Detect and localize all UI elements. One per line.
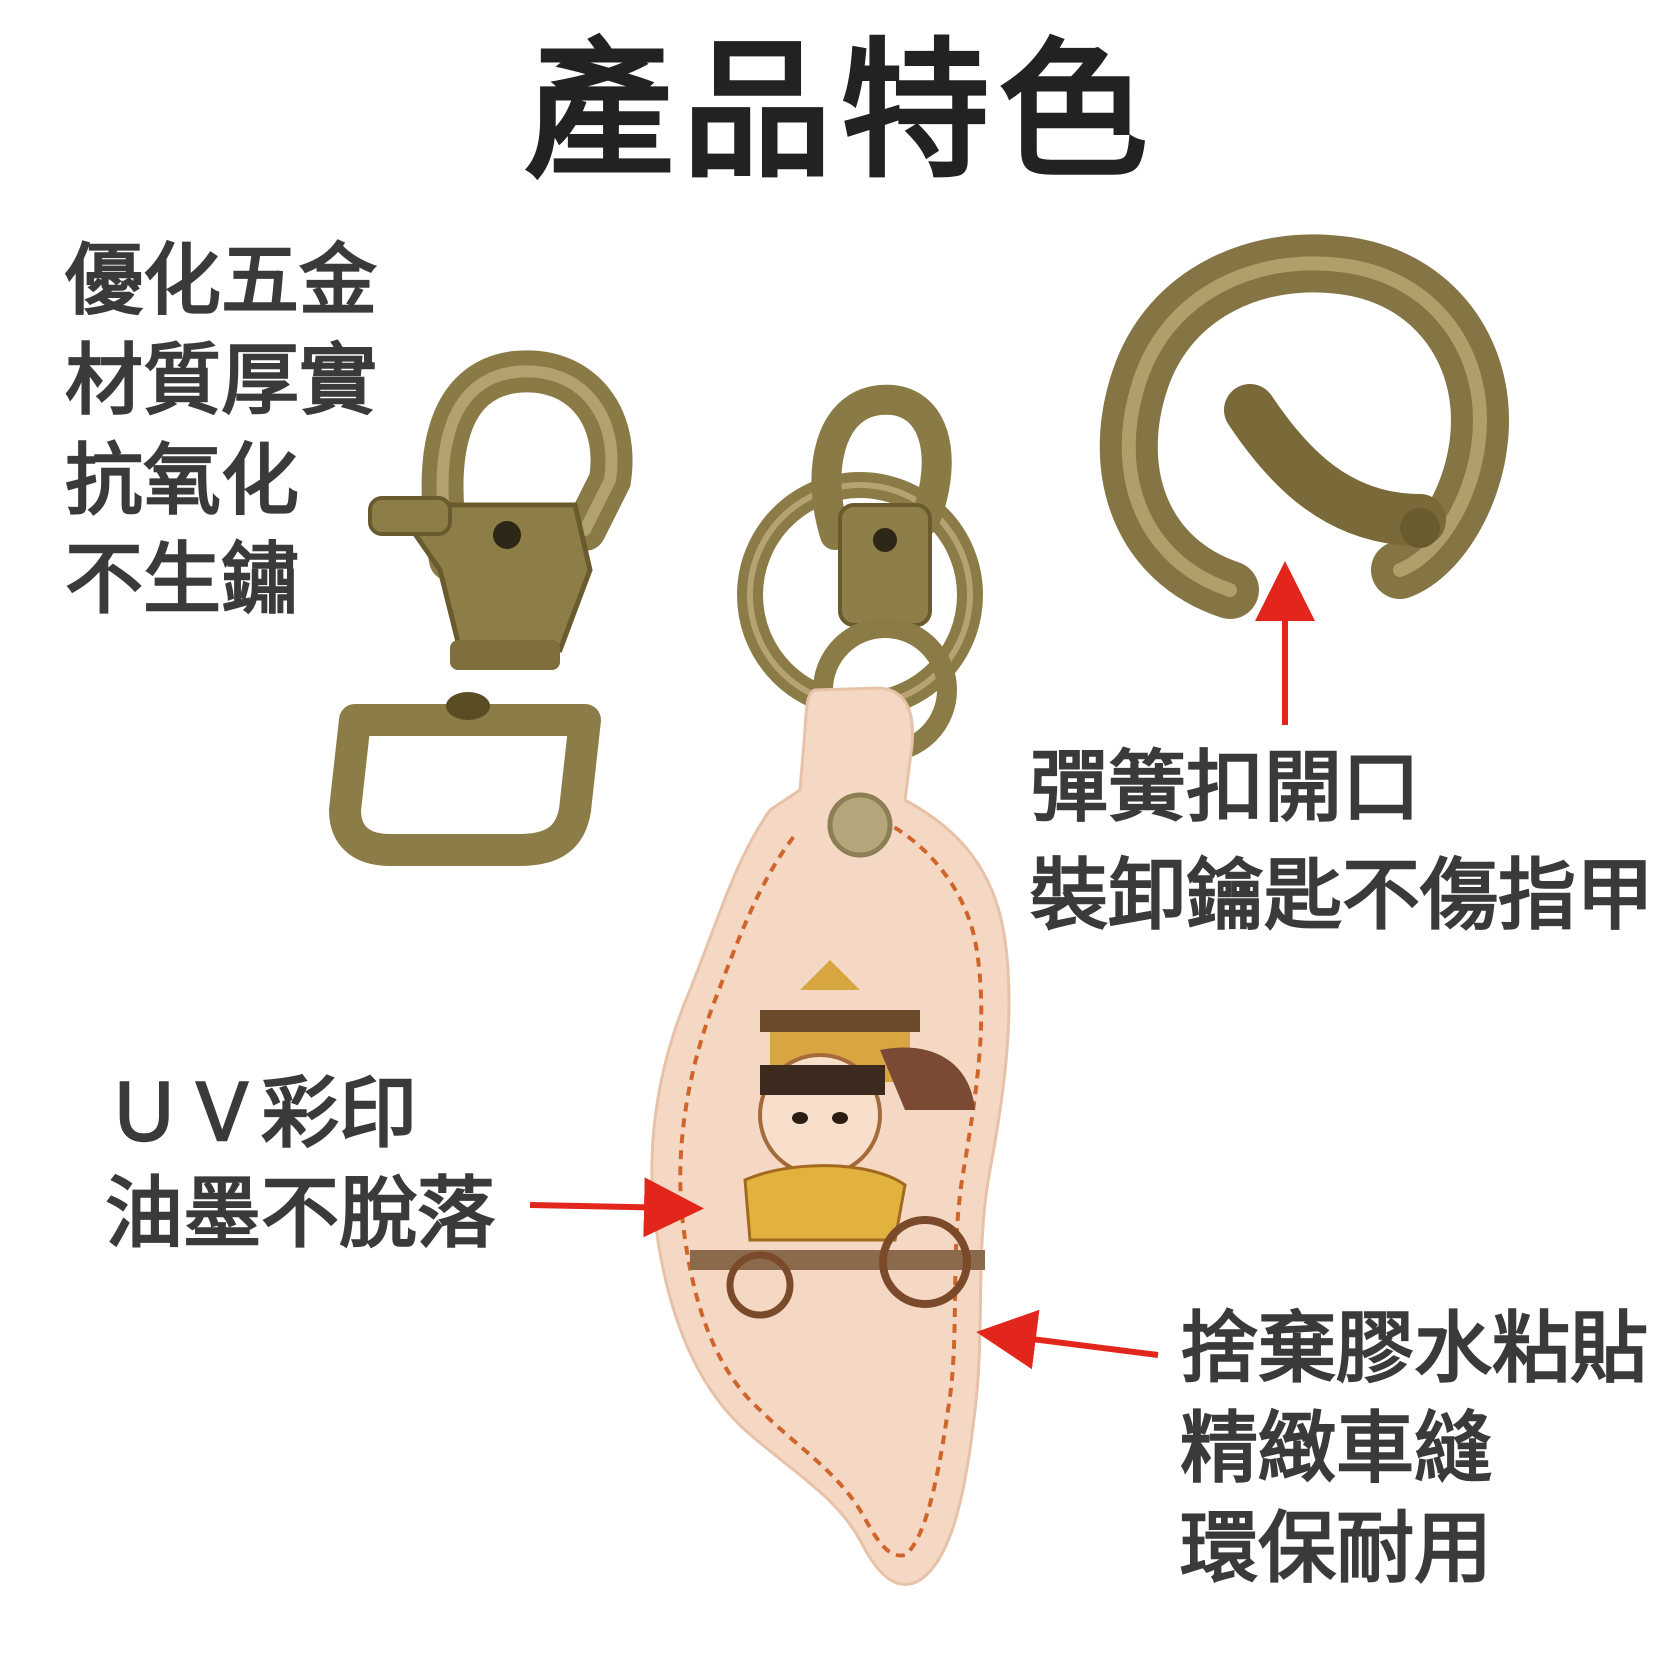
hardware-caption-line: 不生鏽 (65, 535, 300, 626)
leather-keychain-image (650, 686, 1011, 1586)
stitching-caption: 捨棄膠水粘貼 精緻車縫 環保耐用 (1180, 1300, 1648, 1599)
spring-ring-image (1099, 234, 1510, 619)
hardware-caption-line: 優化五金 (65, 236, 378, 326)
hardware-caption-line: 抗氧化 (65, 435, 300, 526)
stitching-arrow (976, 1309, 1159, 1370)
spring-ring-caption-line: 彈簧扣開口 (1030, 743, 1421, 833)
uv-print-caption: ＵＶ彩印 油墨不脫落 (105, 1065, 495, 1265)
hardware-caption-line: 材質厚實 (65, 335, 378, 426)
stitching-caption-line: 精緻車縫 (1180, 1403, 1493, 1494)
stitching-caption-line: 捨棄膠水粘貼 (1180, 1304, 1649, 1394)
spring-ring-caption: 彈簧扣開口 裝卸鑰匙不傷指甲 (1030, 735, 1654, 950)
uv-print-caption-line: ＵＶ彩印 (105, 1069, 418, 1159)
stitching-caption-line: 環保耐用 (1180, 1503, 1493, 1594)
uv-print-caption-line: 油墨不脫落 (105, 1168, 496, 1259)
spring-ring-caption-line: 裝卸鑰匙不傷指甲 (1030, 850, 1655, 941)
uv-print-arrow (529, 1177, 704, 1238)
page-title: 產品特色 (523, 25, 1156, 199)
hardware-caption: 優化五金 材質厚實 抗氧化 不生鏽 (65, 232, 377, 631)
lobster-clasp-image (329, 350, 633, 866)
